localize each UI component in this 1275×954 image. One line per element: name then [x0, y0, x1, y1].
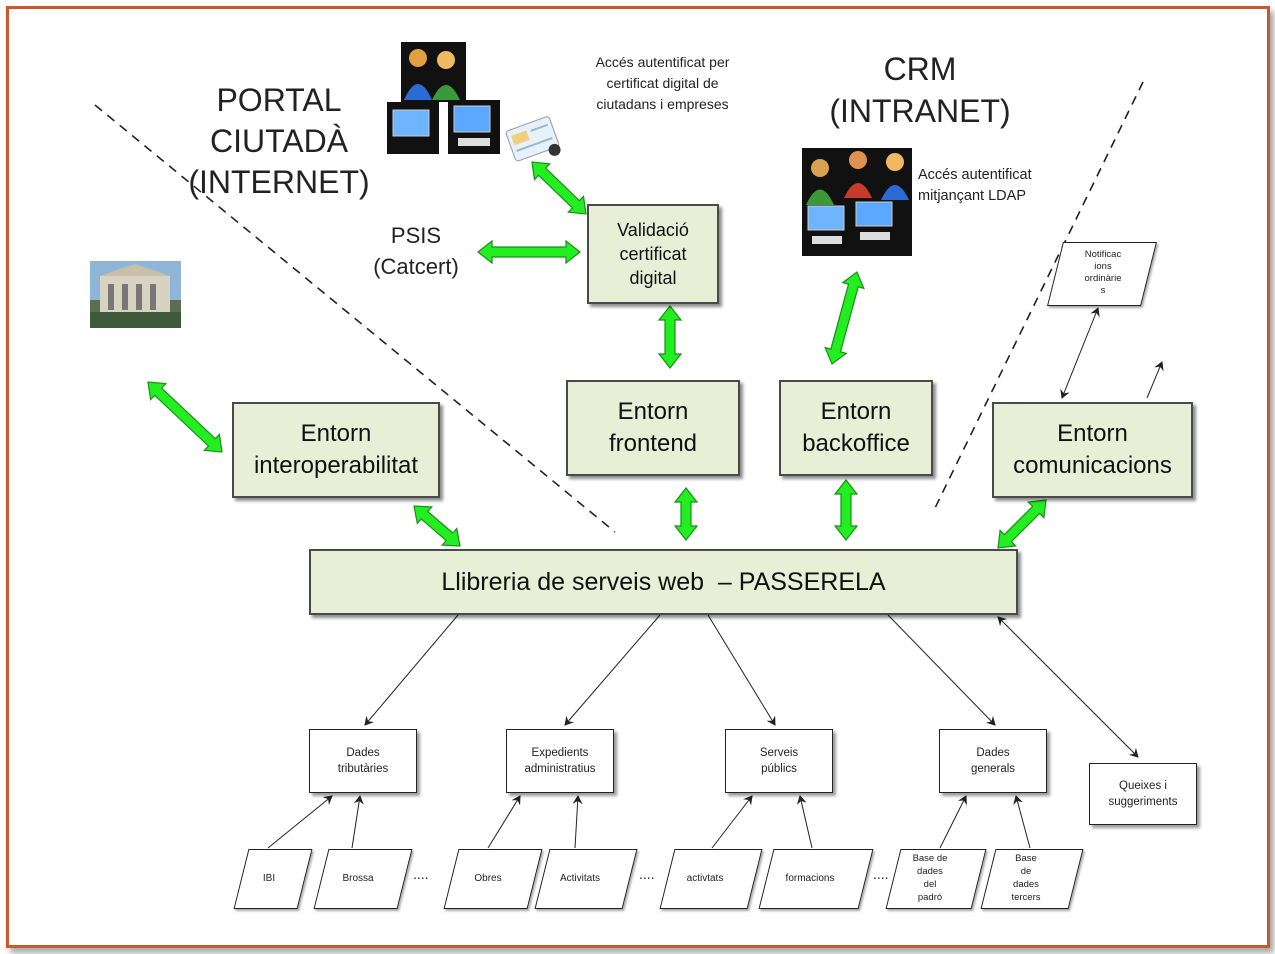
source-ibi-label: IBI: [262, 872, 276, 884]
notifications-label: Notificac ions ordinàrie s: [1084, 249, 1122, 296]
passerela-box[interactable]: Llibreria de serveis web – PASSERELA: [309, 549, 1018, 615]
queixes-label: Queixes i suggeriments: [1108, 780, 1178, 808]
green-arrow-psis-validacio: [477, 239, 581, 265]
source-tercers-label: Base de dades tercers: [1011, 853, 1041, 903]
source-brossa-label: Brossa: [342, 872, 374, 884]
backoffice-label: Entorn backoffice: [802, 398, 910, 457]
validacio-label: Validació certificat digital: [617, 220, 689, 288]
source-obres-label: Obres: [474, 872, 502, 884]
arrow-padro-generals: [939, 795, 967, 849]
comunicacions-label: Entorn comunicacions: [1013, 420, 1172, 479]
serveis-box[interactable]: Serveis públics: [725, 729, 833, 793]
frontend-label: Entorn frontend: [608, 398, 698, 457]
source-activtats-label: activtats: [686, 872, 724, 884]
ellipsis-1: ....: [413, 866, 429, 882]
cert-access-note: Accés autentificat per certificat digita…: [595, 54, 730, 112]
green-arrow-certificate-validacio: [531, 161, 587, 215]
arrow-activtats-serveis: [711, 795, 753, 849]
green-arrow-validacio-frontend: [657, 305, 683, 369]
arrow-passerela-expedients: [564, 614, 661, 726]
tributaries-box[interactable]: Dades tributàries: [309, 729, 417, 793]
expedients-label: Expedients administratius: [524, 747, 596, 775]
certificate-card-icon: [505, 116, 561, 162]
portal-zone-title: PORTAL CIUTADÀ (INTERNET): [188, 82, 370, 200]
arrow-passerela-generals: [887, 614, 996, 726]
arrow-brossa-tributaries: [351, 795, 364, 849]
arrow-tercers-generals: [1013, 795, 1031, 849]
green-arrow-staff-backoffice: [824, 271, 865, 365]
generals-label: Dades generals: [970, 747, 1016, 775]
arrow-activitats-expedients: [572, 795, 583, 849]
users-computers-icon: [387, 42, 500, 154]
arrow-comunicacions-notifications: [1060, 307, 1100, 399]
expedients-box[interactable]: Expedients administratius: [506, 729, 614, 793]
town-hall-photo-icon: [90, 261, 181, 328]
internet-boundary-line: [94, 104, 616, 533]
green-arrow-frontend-passerela: [673, 487, 699, 541]
ellipsis-3: ....: [873, 866, 889, 882]
source-activitats-label: Activitats: [559, 872, 600, 884]
ldap-access-note: Accés autentificat mitjançant LDAP: [918, 167, 1032, 204]
green-arrow-interop-passerela: [413, 505, 461, 547]
validacio-box[interactable]: Validació certificat digital: [587, 204, 719, 304]
green-arrow-comunicacions-passerela: [997, 499, 1047, 549]
source-formacions-label: formacions: [785, 872, 835, 884]
comunicacions-box[interactable]: Entorn comunicacions: [992, 402, 1193, 498]
source-padro-label: Base de dades del padró: [912, 853, 948, 903]
arrow-obres-expedients: [487, 795, 521, 849]
tributaries-label: Dades tributàries: [337, 747, 389, 775]
interop-box[interactable]: Entorn interoperabilitat: [232, 402, 440, 498]
queixes-box[interactable]: Queixes i suggeriments: [1089, 763, 1197, 825]
arrow-comunicacions-out: [1146, 361, 1164, 399]
backoffice-box[interactable]: Entorn backoffice: [779, 380, 933, 476]
arrow-passerela-serveis: [707, 614, 776, 726]
serveis-label: Serveis públics: [759, 747, 799, 775]
psis-label: PSIS (Catcert): [373, 223, 459, 279]
arrow-formacions-serveis: [796, 795, 813, 849]
ellipsis-2: ....: [639, 866, 655, 882]
frontend-box[interactable]: Entorn frontend: [566, 380, 740, 476]
arrow-passerela-tributaries: [364, 614, 459, 726]
passerela-label: Llibreria de serveis web – PASSERELA: [441, 567, 886, 596]
staff-computers-icon: [802, 148, 912, 256]
arrow-ibi-tributaries: [267, 795, 333, 849]
arrow-passerela-queixes: [997, 616, 1139, 758]
interop-label: Entorn interoperabilitat: [253, 420, 419, 479]
green-arrow-building-interop: [147, 381, 223, 453]
green-arrow-backoffice-passerela: [833, 479, 859, 541]
generals-box[interactable]: Dades generals: [939, 729, 1047, 793]
crm-zone-title: CRM (INTRANET): [829, 51, 1011, 129]
